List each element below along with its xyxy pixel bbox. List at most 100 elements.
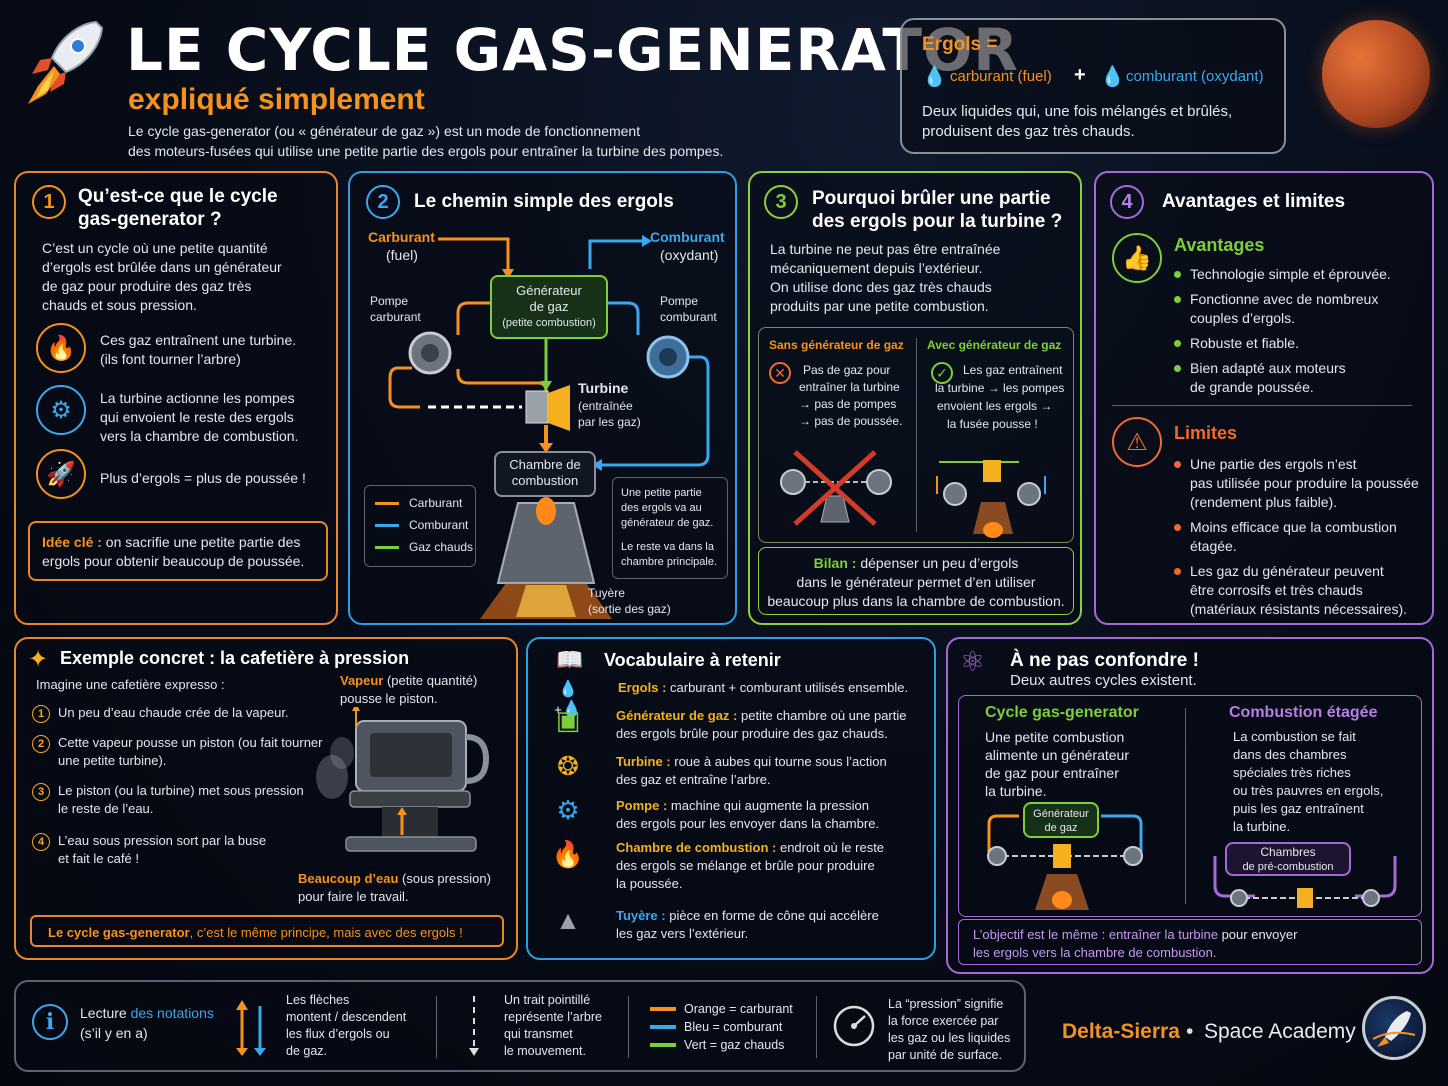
panel-coffee-example: ✦ Exemple concret : la cafetière à press…: [14, 637, 518, 960]
vocab-turbine: ❂ Turbine : roue à aubes qui tourne sous…: [546, 751, 916, 791]
chamber-label-2: combustion: [511, 473, 579, 488]
with-2: la turbine → les pompes: [935, 381, 1065, 395]
panel6-title: Vocabulaire à retenir: [604, 650, 781, 670]
vapeur-caption-2: pousse le piston.: [340, 691, 438, 706]
nozzle-label-1: Tuyère: [588, 586, 625, 600]
panel-why-burn: 3 Pourquoi brûler une partie des ergols …: [748, 171, 1082, 625]
pump-fuel-label-2: carburant: [370, 310, 421, 324]
gg-mini-2: de gaz: [1044, 822, 1078, 834]
panel-number-4: 4: [1110, 185, 1144, 219]
bilan-3: beaucoup plus dans la chambre de combust…: [767, 593, 1065, 609]
with-4: la fusée pousse !: [947, 417, 1038, 431]
rocket-icon: [18, 16, 108, 111]
adv-item-3: Robuste et fiable.: [1174, 334, 1424, 353]
pump-ox-label-1: Pompe: [660, 294, 699, 308]
rocket-small-icon: 🚀: [36, 449, 86, 499]
lecture-2: des notations: [126, 1005, 214, 1021]
gauge-icon: [833, 1005, 875, 1047]
panel1-body-1: C’est un cycle où une petite quantité: [42, 240, 268, 256]
panel1-item2-3: vers la chambre de combustion.: [100, 428, 299, 444]
panel3-title-1: Pourquoi brûler une partie: [812, 188, 1051, 209]
without-gg-title: Sans générateur de gaz: [769, 338, 904, 352]
panel-number-1: 1: [32, 185, 66, 219]
gas-generator-box: Générateur de gaz (petite combustion): [490, 275, 608, 339]
ergols-title: Ergols =: [922, 34, 998, 55]
panel1-item1-1: Ces gaz entraînent une turbine.: [100, 332, 297, 348]
staged-box-2: de pré-combustion: [1242, 861, 1334, 873]
arrows-2: montent / descendent: [286, 1010, 407, 1024]
panel4-title: Avantages et limites: [1162, 191, 1346, 212]
notation-footer: i Lecture des notations (s’il y en a) Le…: [14, 980, 1026, 1072]
gg-cycle-1: Une petite combustion: [985, 729, 1125, 745]
fuel-label: carburant (fuel): [950, 68, 1052, 85]
panel5-title: Exemple concret : la cafetière à pressio…: [60, 648, 410, 668]
gg-mini-diagram: [987, 814, 1143, 910]
flame-vocab-icon: 🔥: [551, 839, 585, 869]
turbine-label-3: par les gaz): [578, 415, 641, 429]
pump-icon: ⚙: [36, 385, 86, 435]
color-hot: Vert = gaz chauds: [684, 1038, 785, 1052]
key-idea-label: Idée clé :: [42, 534, 102, 550]
arrows-1: Les flèches: [286, 993, 350, 1007]
panel3-title-2: des ergols pour la turbine ?: [812, 211, 1063, 232]
plus-sign: +: [1074, 64, 1086, 86]
brand-name: Delta-Sierra: [1062, 1020, 1180, 1043]
panel3-body-4: produits par une petite combustion.: [770, 298, 989, 314]
pressure-4: par unité de surface.: [888, 1048, 1002, 1062]
limits-title: Limites: [1174, 423, 1238, 443]
gg-label-1: Générateur: [516, 283, 582, 298]
oxidizer-drop-icon: 💧: [1100, 66, 1125, 88]
panel-propellant-path: 2 Le chemin simple des ergols: [348, 171, 737, 625]
panel-number-3: 3: [764, 185, 798, 219]
panel1-item1-2: (ils font tourner l’arbre): [100, 351, 241, 367]
with-1: Les gaz entraînent: [963, 363, 1063, 377]
fuel-source-sub: (fuel): [386, 247, 418, 263]
conclusion-rest: , c’est le même principe, mais avec des …: [189, 925, 463, 940]
panel3-body-3: On utilise donc des gaz très chauds: [770, 279, 992, 295]
check-icon: ✓: [931, 362, 953, 384]
panel2-title: Le chemin simple des ergols: [414, 191, 674, 212]
flow-diagram: [388, 235, 710, 619]
legend-hot-gas: Gaz chauds: [409, 540, 474, 554]
advantages-title: Avantages: [1174, 235, 1265, 255]
dash-4: le mouvement.: [504, 1044, 586, 1058]
note-5: chambre principale.: [621, 556, 717, 568]
ox-source-label: Comburant: [650, 229, 725, 245]
without-2: entraîner la turbine: [799, 380, 900, 394]
with-gg-title: Avec générateur de gaz: [927, 338, 1062, 352]
gg-label-3: (petite combustion): [502, 317, 596, 329]
pressure-3: les gaz ou les liquides: [888, 1031, 1011, 1045]
ergols-desc-2: produisent des gaz très chauds.: [922, 123, 1135, 140]
mars-planet-icon: [1322, 20, 1430, 128]
bilan-box: Bilan : dépenser un peu d’ergols dans le…: [758, 547, 1074, 615]
intro-line-2: des moteurs-fusées qui utilise une petit…: [128, 143, 724, 159]
oxidizer-label: comburant (oxydant): [1126, 68, 1264, 85]
comparison-illustrations: [780, 450, 1046, 538]
nozzle-label-2: (sortie des gaz): [588, 602, 671, 616]
staged-mini-diagram: [1213, 856, 1397, 908]
arrows-4: de gaz.: [286, 1044, 328, 1058]
legend-ox: Comburant: [409, 518, 469, 532]
fuel-drop-icon: 💧: [922, 66, 947, 88]
without-4: → pas de poussée.: [799, 414, 903, 428]
panel3-body-1: La turbine ne peut pas être entraînée: [770, 241, 1001, 257]
pump-fuel-label-1: Pompe: [370, 294, 409, 308]
conclusion-bold: Le cycle gas-generator: [48, 925, 190, 940]
lecture-1: Lecture: [80, 1005, 127, 1021]
goal-b: pour envoyer: [1217, 927, 1298, 942]
panel-dont-confuse: ⚛ À ne pas confondre ! Deux autres cycle…: [946, 637, 1434, 974]
fuel-source-label: Carburant: [368, 229, 435, 245]
panel-advantages-limits: 4 Avantages et limites 👍 Avantages Techn…: [1094, 171, 1434, 625]
book-icon: 📖: [556, 647, 584, 672]
thumbs-up-icon: 👍: [1112, 233, 1162, 283]
without-1: Pas de gaz pour: [803, 363, 891, 377]
panel1-item2-1: La turbine actionne les pompes: [100, 390, 295, 406]
color-fuel: Orange = carburant: [684, 1002, 793, 1016]
